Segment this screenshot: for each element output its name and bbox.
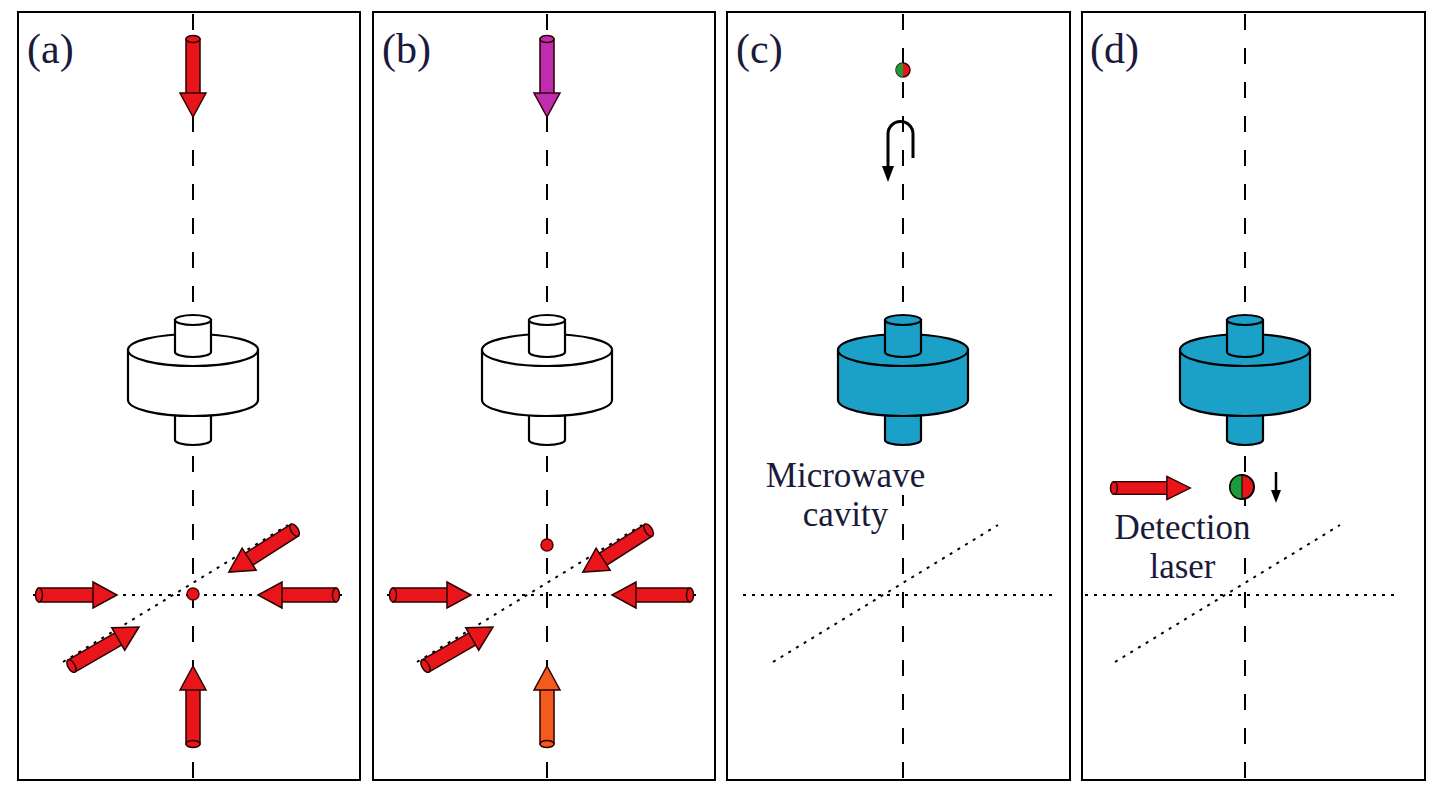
detection-laser-arrow [1110,476,1190,499]
panel-letter: (c) [736,26,816,73]
laser-arrow [416,616,500,679]
mot-beam-lines [33,525,343,662]
microwave-cavity [1180,315,1310,445]
part-label: Microwave cavity [733,456,958,534]
atom-cloud [896,63,910,77]
laser-arrow [390,582,472,608]
panel-letter: (d) [1090,26,1170,73]
panel-letter: (a) [27,26,107,73]
label-text: (d) [1090,26,1139,72]
label-text: (b) [382,26,431,72]
atom-state-half [1230,475,1242,499]
atom-cloud [1230,475,1254,499]
label-text: Detection laser [1114,508,1250,586]
arrow-head [1271,490,1281,503]
microwave-cavity [482,315,612,445]
label-text: (a) [27,26,74,72]
microwave-cavity [838,315,968,445]
laser-arrow [576,517,659,583]
part-label: Detection laser [1085,508,1280,586]
microwave-cavity [128,315,258,445]
panel-frame [1082,12,1425,780]
atom-apex [896,63,910,77]
laser-arrow [612,582,694,608]
laser-arrow [180,666,206,748]
atom-cloud [541,539,553,551]
mot-beam-lines [387,525,697,662]
mot-beam-lines [743,525,1053,662]
label-text: (c) [736,26,783,72]
panel-frame [18,12,360,780]
laser-arrow [534,666,560,748]
label-text: Microwave cavity [766,456,925,534]
panel-frame [727,12,1070,780]
launch-beams [390,36,694,748]
panel-letter: (b) [382,26,462,73]
trajectory-arrow [888,121,913,168]
atom-cloud [187,588,199,600]
vertical-axes [193,14,1245,778]
atom-state-half [896,63,903,77]
laser-arrow [180,36,206,118]
atom-detected [1230,475,1254,499]
panel-frames [18,12,1425,780]
panel-frame [373,12,715,780]
laser-arrow [258,582,340,608]
laser-arrow [534,36,560,118]
cooling-beams [36,36,340,748]
laser-arrow [62,616,146,679]
fall-arrow [1275,472,1278,492]
laser-arrow [36,582,118,608]
arrow-head [882,166,894,182]
laser-arrow [222,517,305,583]
